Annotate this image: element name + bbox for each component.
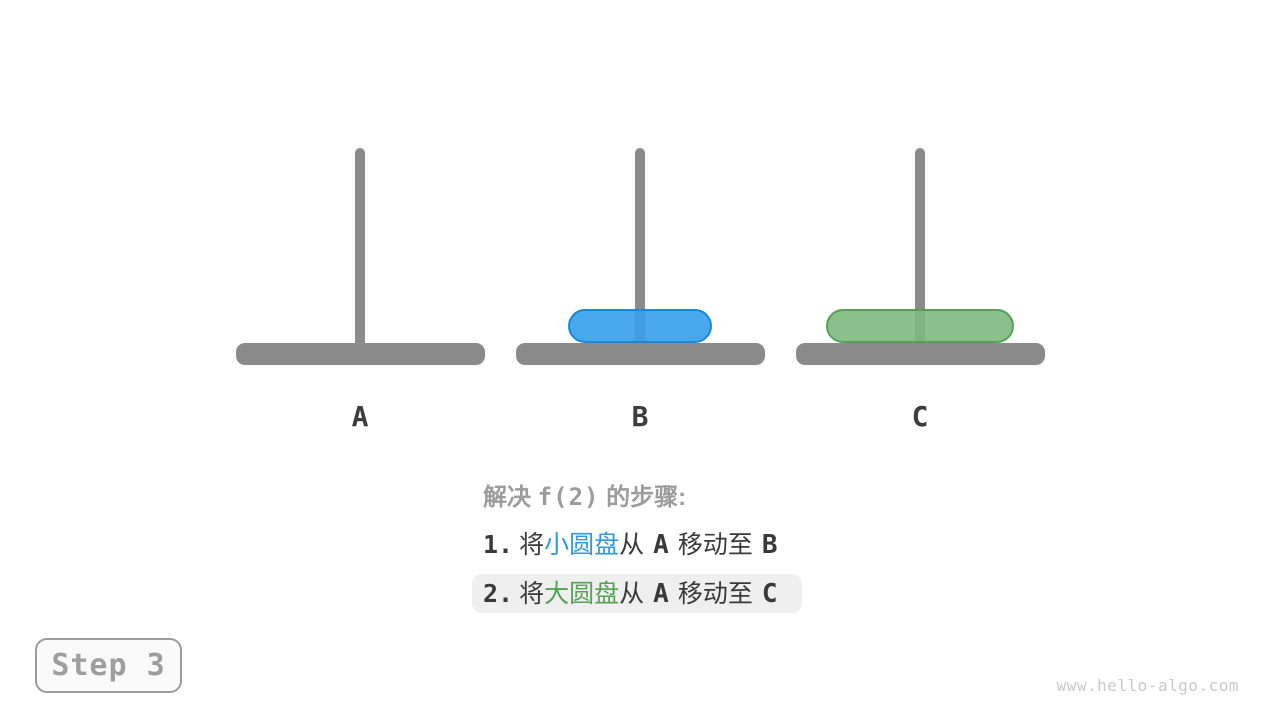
step-badge[interactable]: Step 3 bbox=[35, 638, 182, 693]
peg-label-c: C bbox=[911, 400, 929, 433]
step1-to-peg: B bbox=[761, 530, 778, 560]
peg-label-a: A bbox=[351, 400, 369, 433]
peg-pole-a bbox=[355, 148, 365, 353]
step1-action: 移动至 bbox=[677, 531, 753, 559]
step1-number: 1. bbox=[483, 530, 514, 559]
step2-disk-word: 大圆盘 bbox=[544, 580, 620, 608]
step2-conj: 从 bbox=[619, 580, 645, 608]
watermark: www.hello-algo.com bbox=[1056, 676, 1239, 695]
peg-base-b bbox=[516, 343, 765, 365]
step2-from-peg: A bbox=[653, 579, 669, 609]
peg-base-a bbox=[236, 343, 485, 365]
caption-prefix: 解决 bbox=[483, 484, 538, 511]
steps-caption: 解决 f(2) 的步骤: bbox=[483, 477, 686, 512]
step2-to-peg: C bbox=[761, 579, 778, 609]
peg-pole-c bbox=[915, 148, 925, 353]
caption-suffix: 的步骤: bbox=[599, 484, 687, 511]
step2-highlight-box bbox=[472, 574, 802, 613]
step1-verb: 将 bbox=[519, 531, 545, 559]
small-blue-disk bbox=[568, 309, 712, 343]
caption-function: f(2) bbox=[537, 483, 600, 511]
step1-from-peg: A bbox=[653, 530, 669, 560]
large-green-disk bbox=[826, 309, 1014, 343]
peg-base-c bbox=[796, 343, 1045, 365]
peg-label-b: B bbox=[631, 400, 649, 433]
step1-conj: 从 bbox=[619, 531, 645, 559]
step2-number: 2. bbox=[483, 579, 514, 608]
step1-disk-word: 小圆盘 bbox=[544, 531, 620, 559]
step2-action: 移动至 bbox=[677, 580, 753, 608]
peg-pole-b bbox=[635, 148, 645, 353]
step2-verb: 将 bbox=[519, 580, 545, 608]
